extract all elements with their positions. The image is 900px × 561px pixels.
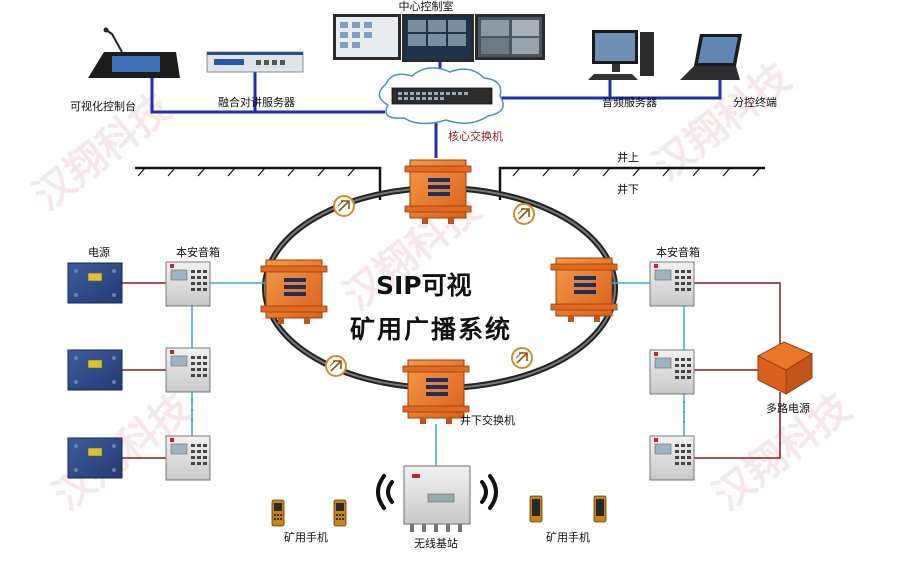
power-supply-device	[67, 262, 123, 304]
wireless-signal-icon	[376, 474, 498, 510]
speaker-box-device	[165, 435, 211, 481]
left-power-lines	[122, 282, 166, 459]
speaker-box-device	[649, 349, 695, 395]
mine-phone-device	[271, 499, 285, 527]
speaker-box-device	[165, 261, 211, 307]
intercom-server-device	[206, 51, 304, 73]
ring-switch-right	[550, 257, 618, 323]
top-network-lines	[150, 62, 722, 158]
mine-phone-left-label: 矿用手机	[284, 530, 328, 544]
system-title-line-2: 矿用广播系统	[350, 315, 513, 344]
core-switch-cloud	[378, 67, 504, 125]
surge-protector-icon	[511, 347, 533, 369]
speaker-box-right-label: 本安音箱	[656, 245, 700, 259]
ring-switch-top	[404, 159, 472, 225]
branch-terminal-label: 分控终端	[733, 95, 777, 109]
below-ground-label: 井下	[617, 182, 639, 196]
mine-phone-device	[593, 495, 607, 523]
audio-server-device	[588, 30, 654, 80]
system-title-line-1: SIP可视	[376, 271, 472, 300]
power-supply-device	[67, 437, 123, 479]
wireless-base-label: 无线基站	[414, 536, 458, 550]
core-switch-label: 核心交换机	[448, 129, 503, 143]
ring-switch-left	[260, 259, 328, 325]
speaker-box-device	[649, 261, 695, 307]
branch-terminal-device	[680, 34, 742, 80]
surge-protector-icon	[325, 355, 347, 377]
wireless-base-device	[403, 465, 471, 532]
speaker-box-left-label: 本安音箱	[176, 245, 220, 259]
mine-phone-device	[333, 499, 347, 527]
audio-server-label: 音频服务器	[602, 95, 657, 109]
ground-line	[135, 166, 765, 200]
right-power-lines	[694, 282, 781, 459]
visual-console-label: 可视化控制台	[70, 99, 136, 113]
speaker-box-device	[649, 435, 695, 481]
mine-phone-right-label: 矿用手机	[546, 530, 590, 544]
underground-switch-label: 井下交换机	[460, 413, 515, 427]
above-ground-label: 井上	[617, 150, 639, 164]
intercom-server-label: 融合对讲服务器	[218, 95, 295, 109]
control-room-monitors	[333, 14, 545, 62]
surge-protector-icon	[513, 203, 535, 225]
power-supply-label: 电源	[88, 245, 110, 259]
mine-phone-device	[529, 495, 543, 523]
speaker-box-device	[165, 347, 211, 393]
control-room-label: 中心控制室	[399, 0, 454, 13]
multi-power-label: 多路电源	[766, 401, 810, 415]
power-supply-device	[67, 349, 123, 391]
surge-protector-icon	[333, 195, 355, 217]
multi-power-device	[756, 341, 814, 395]
visual-console-device	[88, 27, 180, 78]
